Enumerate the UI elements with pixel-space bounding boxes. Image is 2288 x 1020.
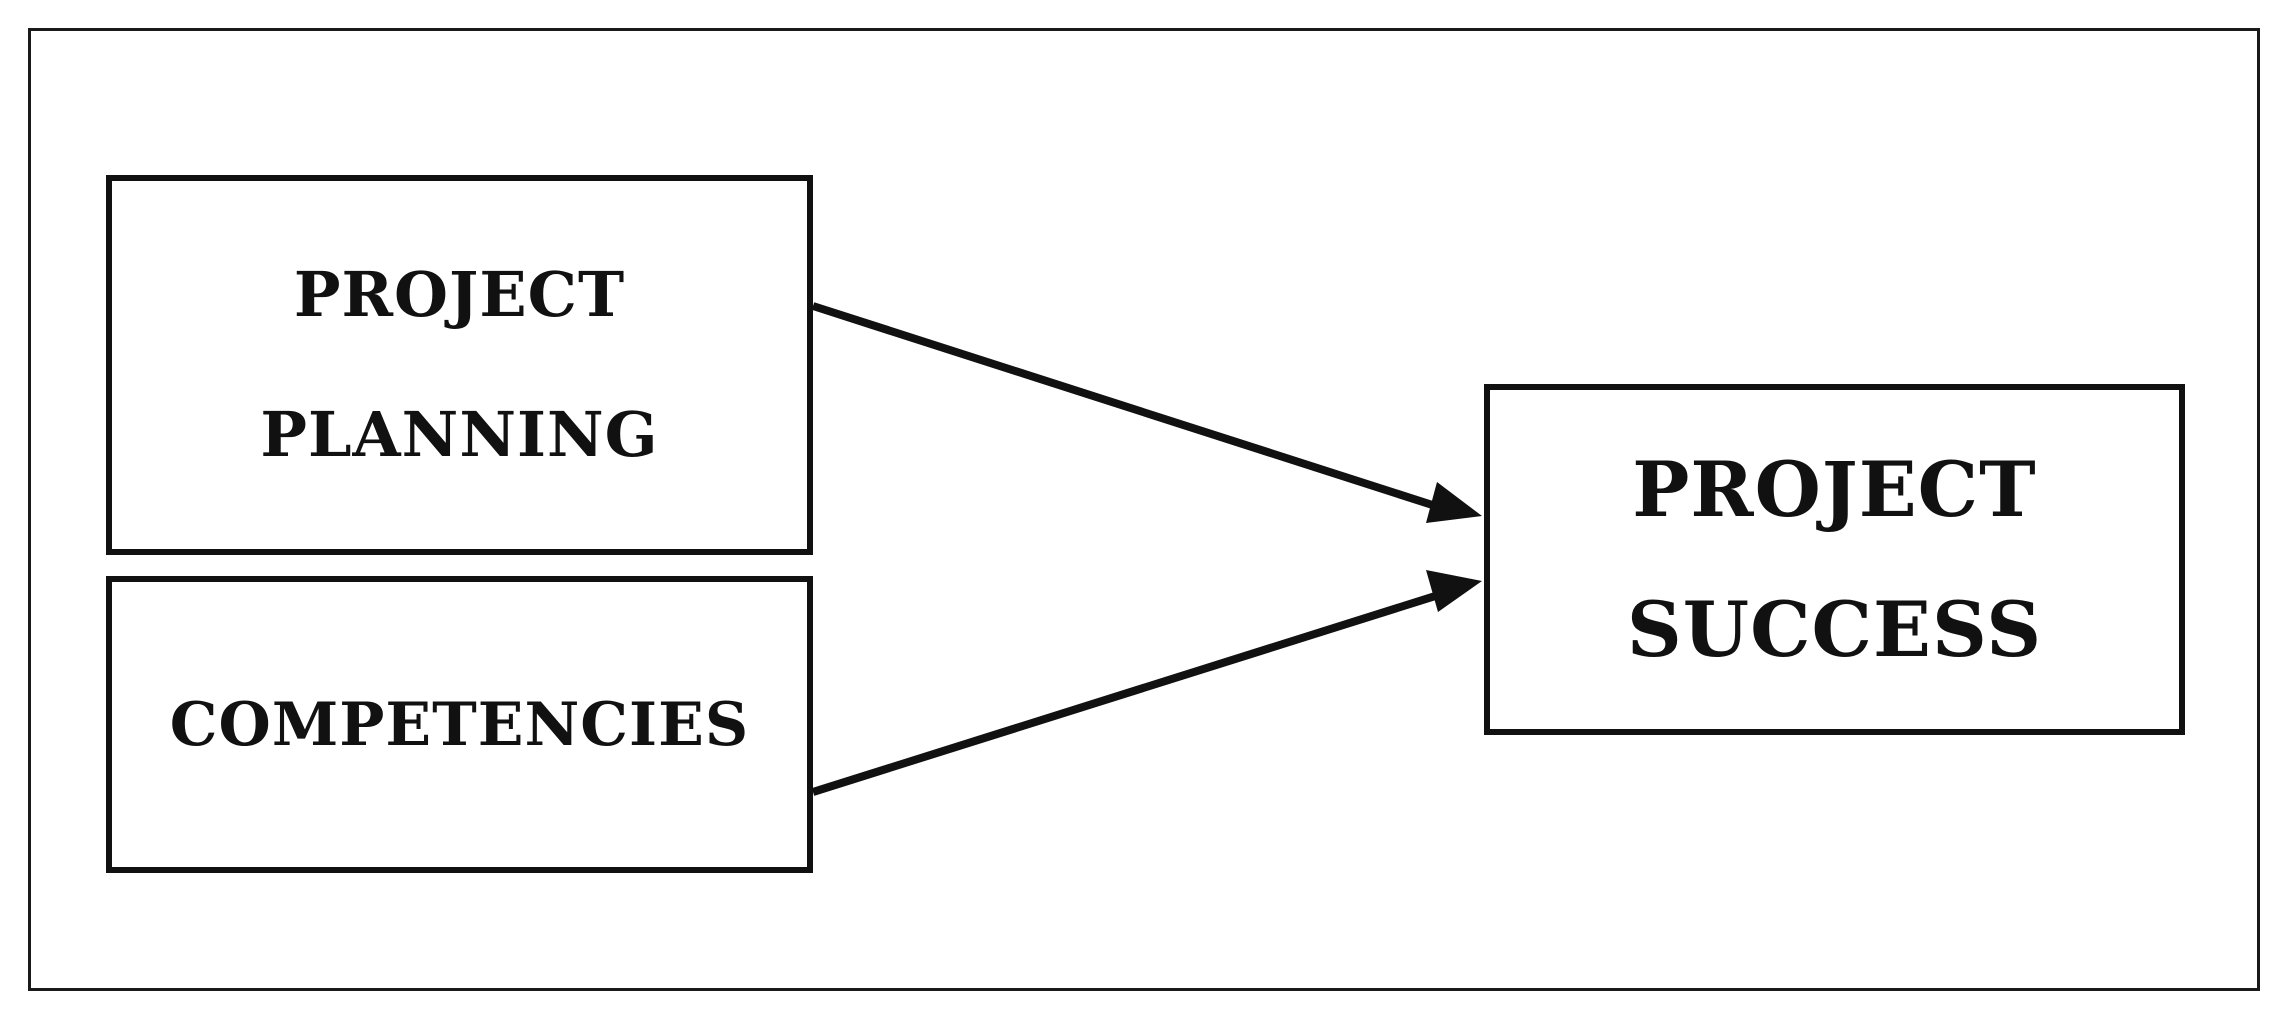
competencies-label: COMPETENCIES [169, 689, 750, 760]
project-planning-line-2: PLANNING [260, 398, 659, 471]
competencies-box: COMPETENCIES [106, 576, 813, 873]
project-planning-box: PROJECT PLANNING [106, 175, 813, 555]
project-planning-line-1: PROJECT [293, 258, 626, 331]
project-success-line-2: SUCCESS [1626, 584, 2043, 674]
project-success-line-1: PROJECT [1632, 444, 2037, 534]
diagram-frame [28, 28, 2260, 991]
project-success-box: PROJECT SUCCESS [1484, 384, 2185, 735]
